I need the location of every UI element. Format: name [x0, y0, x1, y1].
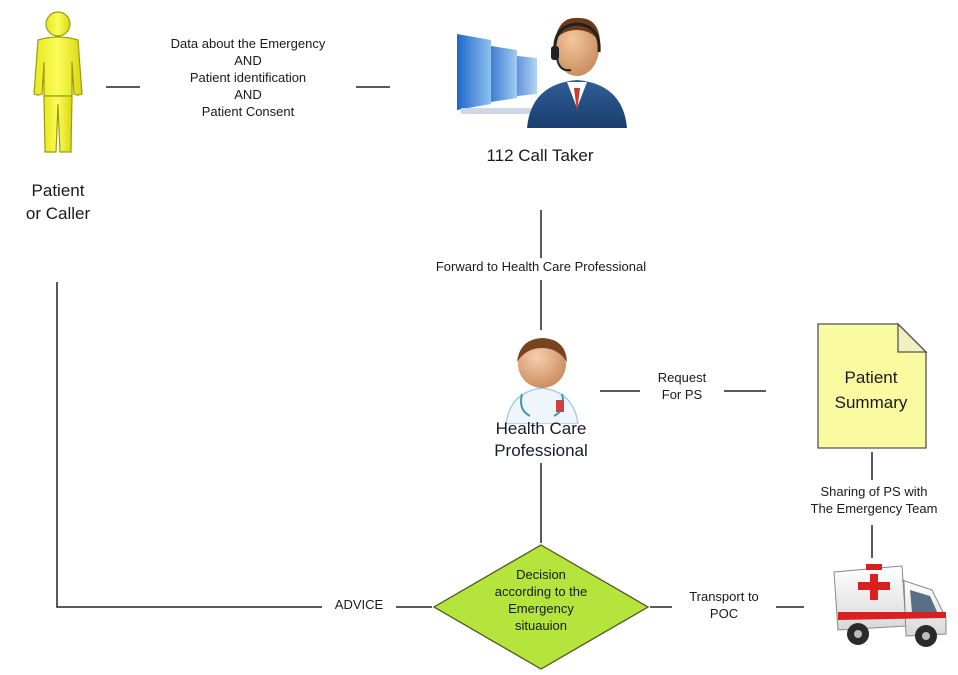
decision-diamond	[432, 544, 650, 670]
document-icon	[817, 322, 928, 449]
hcp-label: Health Care Professional	[494, 419, 588, 461]
advice-label: ADVICE	[322, 597, 396, 614]
call-taker-headset-icon	[457, 17, 627, 128]
doctor-icon	[505, 338, 579, 424]
request-label: Request For PS	[640, 370, 724, 404]
emergency-data-label: Data about the Emergency AND Patient ide…	[140, 36, 356, 121]
call-taker-label: 112 Call Taker	[486, 146, 594, 165]
ambulance-icon	[833, 564, 947, 647]
transport-label: Transport to POC	[672, 589, 776, 623]
summary-label: Patient Summary	[834, 368, 908, 412]
sharing-label: Sharing of PS with The Emergency Team	[790, 484, 958, 518]
person-icon	[33, 11, 83, 153]
edge-advice-to-patient	[56, 282, 325, 608]
forward-label: Forward to Health Care Professional	[395, 259, 687, 276]
patient-label: Patient or Caller	[25, 181, 91, 223]
decision-label: Decision according to the Emergency situ…	[494, 567, 588, 633]
